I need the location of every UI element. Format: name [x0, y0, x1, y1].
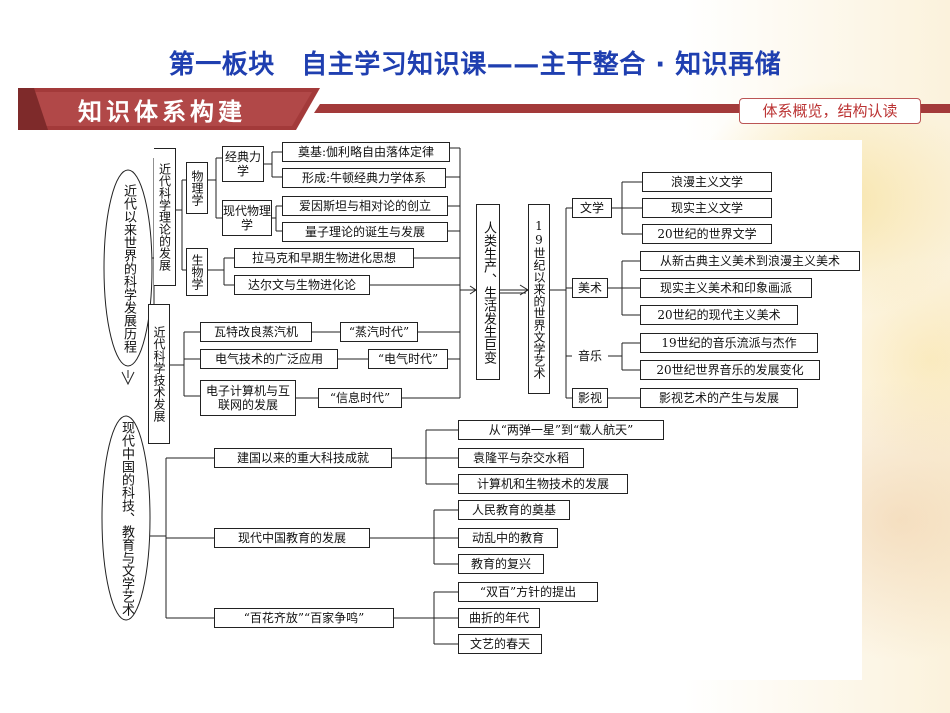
einstein-box: 爱因斯坦与相对论的创立: [282, 196, 448, 216]
spring-box: 文艺的春天: [458, 634, 542, 654]
shuangbai-box: “双百”方针的提出: [458, 582, 598, 602]
section-subtitle: 知识体系构建: [78, 98, 246, 126]
hundred-flowers-box: “百花齐放”“百家争鸣”: [214, 608, 394, 628]
computer-bio-box: 计算机和生物技术的发展: [458, 474, 628, 494]
modern-physics-box: 现代物理学: [222, 200, 272, 236]
quantum-box: 量子理论的诞生与发展: [282, 222, 448, 242]
yuan-box: 袁隆平与杂交水稻: [458, 448, 584, 468]
film-dev-box: 影视艺术的产生与发展: [640, 388, 798, 408]
two-bombs-box: 从“两弹一星”到“载人航天”: [458, 420, 664, 440]
edu-turmoil-box: 动乱中的教育: [458, 528, 558, 548]
china-edu-box: 现代中国教育的发展: [214, 528, 370, 548]
edu-foundation-box: 人民教育的奠基: [458, 500, 570, 520]
left-top-label: 近代以来世界的科学发展历程: [121, 183, 136, 353]
film-box: 影视: [572, 388, 608, 408]
page-title: 第一板块 自主学习知识课——主干整合 · 知识再储: [168, 50, 782, 80]
sci-tech-box: 近代科学技术发展: [148, 304, 170, 444]
left-top-ellipse: [103, 169, 153, 367]
left-bottom-label: 现代中国的科技、教育与文学艺术: [119, 420, 134, 616]
lit-art-box: 19世纪以来的世界文学艺术: [528, 204, 550, 394]
literature-box: 文学: [572, 198, 612, 218]
overview-tag: 体系概览，结构认读: [739, 98, 921, 124]
diagram-connectors: [101, 147, 642, 645]
electric-age-box: “电气时代”: [368, 349, 448, 369]
computer-box: 电子计算机与互联网的发展: [200, 380, 296, 416]
galileo-box: 奠基:伽利略自由落体定律: [282, 142, 450, 162]
electric-box: 电气技术的广泛应用: [200, 349, 338, 369]
realist-lit-box: 现实主义文学: [642, 198, 772, 218]
left-bottom-ellipse: [101, 415, 151, 621]
realist-art-box: 现实主义美术和印象画派: [640, 278, 812, 298]
romantic-lit-box: 浪漫主义文学: [642, 172, 772, 192]
steam-age-box: “蒸汽时代”: [340, 322, 418, 342]
tortuous-box: 曲折的年代: [458, 608, 540, 628]
china-tech-box: 建国以来的重大科技成就: [214, 448, 392, 468]
music-label: 音乐: [577, 349, 602, 363]
classical-box: 经典力学: [222, 146, 264, 182]
fine-art-box: 美术: [572, 278, 608, 298]
physics-box: 物理学: [186, 162, 208, 214]
knowledge-diagram: 近代以来世界的科学发展历程 现代中国的科技、教育与文学艺术 近代科学理论的发展 …: [96, 140, 862, 680]
newton-box: 形成:牛顿经典力学体系: [282, 168, 446, 188]
lamarck-box: 拉马克和早期生物进化思想: [234, 248, 414, 268]
life-change-box: 人类生产、生活发生巨变: [476, 204, 500, 380]
music-20c-box: 20世纪世界音乐的发展变化: [640, 360, 820, 380]
watt-box: 瓦特改良蒸汽机: [200, 322, 312, 342]
info-age-box: “信息时代”: [318, 388, 402, 408]
sci-theory-box: 近代科学理论的发展: [154, 148, 176, 286]
edu-revival-box: 教育的复兴: [458, 554, 544, 574]
darwin-box: 达尔文与生物进化论: [234, 275, 370, 295]
modern-art-box: 20世纪的现代主义美术: [640, 305, 798, 325]
neo-to-romantic-box: 从新古典主义美术到浪漫主义美术: [640, 251, 860, 271]
lit-20c-box: 20世纪的世界文学: [642, 224, 772, 244]
biology-box: 生物学: [186, 248, 208, 296]
music-19c-box: 19世纪的音乐流派与杰作: [640, 333, 818, 353]
